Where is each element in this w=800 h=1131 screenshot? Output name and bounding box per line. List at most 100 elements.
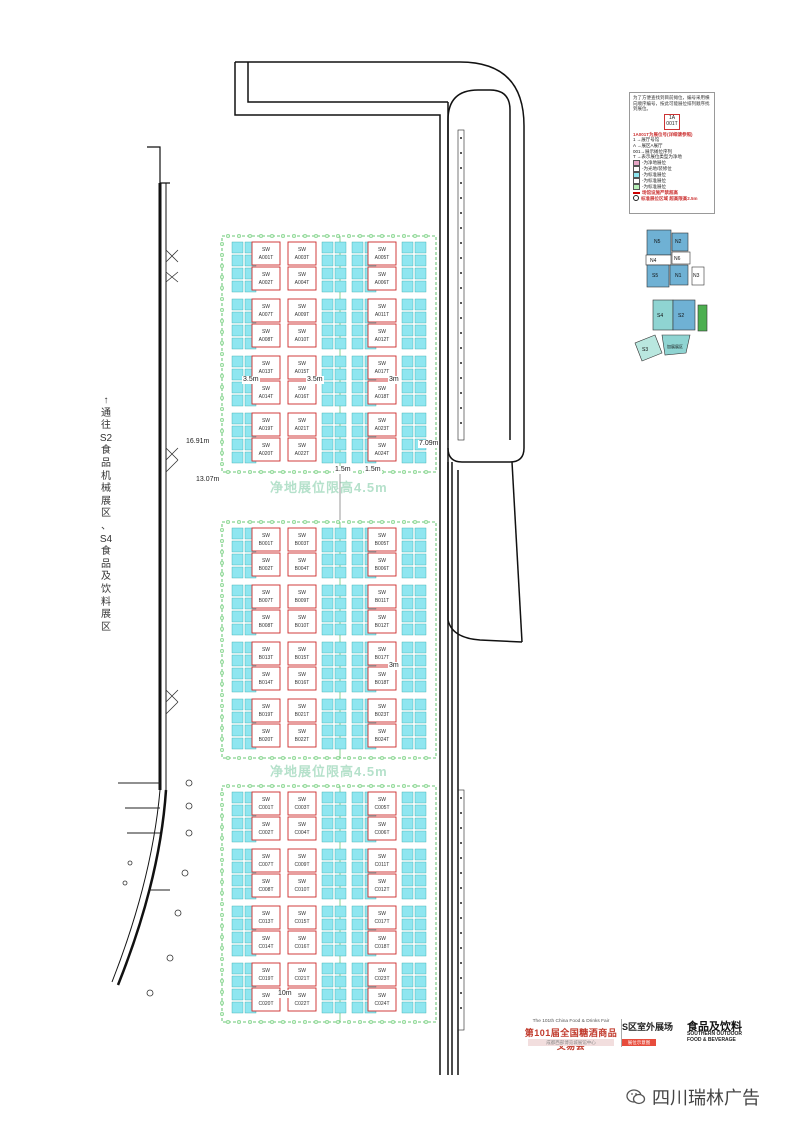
booth-number-label: C022T [294,1001,309,1007]
standard-booth [231,368,244,381]
standard-booth [351,324,364,337]
watermark-text: 四川瑞林广告 [652,1088,760,1108]
edge-marker [391,756,396,761]
standard-booth [334,680,347,693]
edge-marker [402,784,407,789]
edge-marker [219,924,224,929]
standard-booth [401,848,414,861]
standard-booth [414,527,427,540]
edge-marker [303,1020,308,1025]
booth-type-label: SW [298,418,306,424]
standard-booth [401,975,414,988]
standard-booth [231,962,244,975]
standard-booth [351,817,364,830]
standard-booth [414,267,427,280]
booth-type-label: SW [262,911,270,917]
zone-en: SOUTHERN OUTDOOR FOOD & BEVERAGE [687,1031,742,1043]
raw-space-booth [367,987,397,1012]
swatch-icon [633,177,640,184]
fair-title-cn: 第101届全国糖酒商品交易会 [524,1028,618,1051]
booth-type-label: SW [298,533,306,539]
edge-marker [219,847,224,852]
edge-marker [259,470,264,475]
standard-booth [334,931,347,944]
booth-number-label: A003T [295,255,310,261]
standard-booth [321,874,334,887]
edge-marker [225,1020,230,1025]
edge-marker [219,891,224,896]
standard-booth [321,527,334,540]
standard-booth [401,931,414,944]
standard-booth [414,368,427,381]
edge-marker [413,233,418,238]
standard-booth [334,597,347,610]
hall-label: 加展展区 [667,343,683,349]
edge-marker [336,756,341,761]
legend-panel: 为了方便查找到目前摊位，编号采用横向顺序编号，按此可能展位排列顺序找到展位。 1… [629,92,715,214]
edge-marker [413,1020,418,1025]
standard-booth [321,698,334,711]
booth-number-label: B015T [295,655,310,661]
booth-number-label: B016T [295,680,310,686]
booth-number-label: C007T [258,862,273,868]
standard-booth [231,540,244,553]
edge-marker [270,233,275,238]
booth-number-label: B006T [375,566,390,572]
booth-type-label: SW [262,968,270,974]
legend-line: T →表示展位类型为净地 [633,154,682,160]
edge-marker [347,233,352,238]
booth-number-label: B024T [375,737,390,743]
standard-booth [351,1001,364,1014]
standard-booth [231,355,244,368]
edge-marker [292,520,297,525]
zone-label-b: 净地展位限高4.5m [270,764,388,779]
standard-booth [321,553,334,566]
standard-booth [231,848,244,861]
edge-marker [303,784,308,789]
edge-marker [380,233,385,238]
direction-char: 、 [101,520,111,532]
standard-booth [414,311,427,324]
edge-marker [247,756,252,761]
booth-number-label: A014T [259,394,274,400]
hall-block [671,251,691,265]
standard-booth [351,584,364,597]
swatch-icon [633,171,640,178]
standard-booth [351,931,364,944]
raw-space-booth [287,609,317,634]
dim-label: 1.5m [334,466,352,474]
standard-booth [414,553,427,566]
standard-booth [414,944,427,957]
booth-type-label: SW [298,993,306,999]
standard-booth [401,667,414,680]
hall-block [646,264,670,288]
standard-booth [321,830,334,843]
legend-item: 标准展位区域 超高限高2.5m [633,195,711,202]
barrier-dot [460,992,462,994]
divider [621,1019,622,1047]
standard-booth [334,861,347,874]
booth-type-label: SW [378,418,386,424]
standard-booth [351,381,364,394]
edge-marker [314,1020,319,1025]
edge-marker [236,233,241,238]
standard-booth [334,905,347,918]
raw-space-booth [367,873,397,898]
edge-marker [219,275,224,280]
standard-booth [401,540,414,553]
booth-number-label: A008T [259,337,274,343]
edge-marker [219,726,224,731]
booth-number-label: C008T [258,887,273,893]
standard-booth [321,566,334,579]
edge-marker [369,784,374,789]
raw-space-booth [367,791,397,816]
booth-type-label: SW [298,272,306,278]
booth-number-label: A006T [375,280,390,286]
edge-marker [270,470,275,475]
standard-booth [231,724,244,737]
edge-marker [219,605,224,610]
standard-booth [414,711,427,724]
direction-char: 食 [101,546,111,558]
standard-booth [414,874,427,887]
edge-marker [336,520,341,525]
